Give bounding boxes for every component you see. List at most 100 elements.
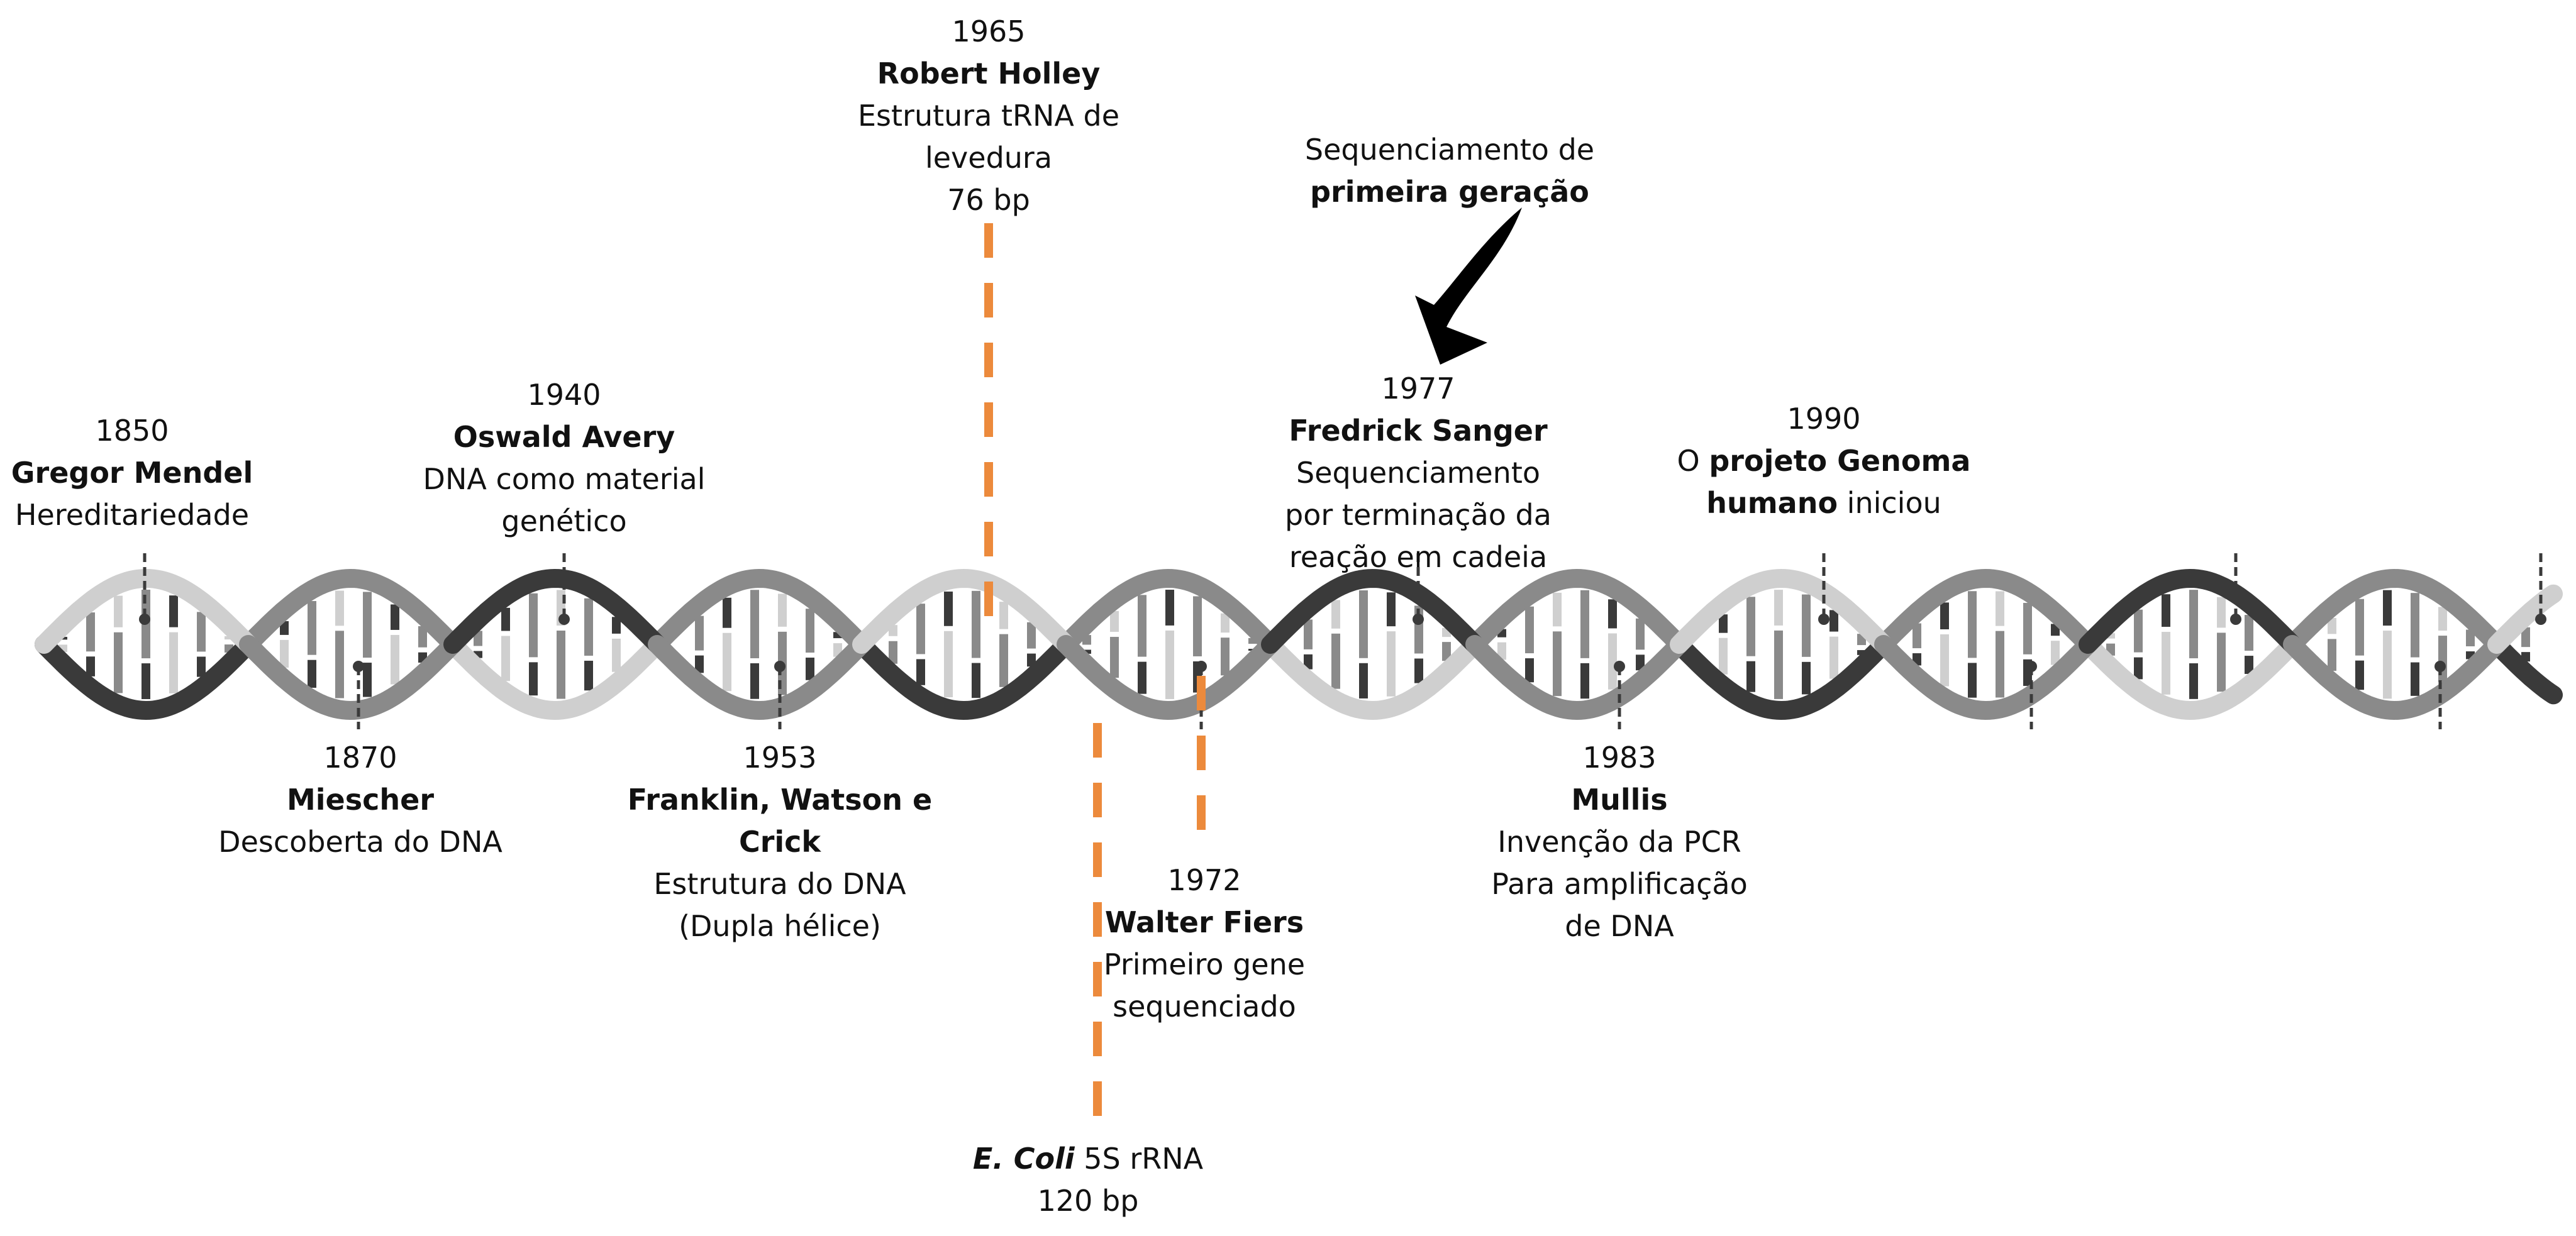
base-pair-rung [1968,591,1977,658]
base-pair-rung [2162,632,2170,695]
base-pair-rung [1193,596,1202,656]
helix-pin-head [1196,661,1207,672]
base-pair-rung [2023,602,2032,654]
helix-strand-segment [1874,635,2097,720]
helix-strand-segment [1465,635,1688,720]
base-pair-rung [2245,656,2253,674]
base-pair-rung [750,590,759,659]
helix-pin-head [1818,614,1829,625]
base-pair-rung [1968,663,1977,698]
base-pair-rung [197,656,206,677]
helix-pin-head [2535,614,2546,625]
base-pair-rung [1387,592,1396,627]
base-pair-rung [1829,610,1838,632]
base-pair-rung [1608,633,1617,690]
base-pair-rung [2466,629,2475,647]
ecoli-rest: 5S rRNA [1074,1142,1204,1176]
helix-strand-segment [1465,568,1688,654]
base-pair-rung [1940,634,1949,687]
event-name: Walter Fiers [1104,905,1304,939]
base-pair-rung [889,641,897,664]
base-pair-rung [1913,623,1921,649]
base-pair-rung [169,632,178,693]
base-pair-rung [833,632,842,639]
event-year: 1983 [1582,741,1657,775]
event-desc: Hereditariedade [14,498,250,532]
base-pair-rung [335,590,344,626]
base-pair-rung [1331,633,1340,689]
base-pair-rung [1165,590,1174,626]
helix-pin-head [774,661,786,672]
base-pair-rung [1553,631,1562,697]
base-pair-rung [806,609,814,653]
event-year: 1940 [527,378,601,412]
base-pair-rung [1996,591,2004,626]
event-year: 1990 [1787,402,1861,436]
base-pair-rung [1802,661,1811,695]
base-pair-rung [944,631,953,698]
base-pair-rung [2051,641,2060,665]
base-pair-rung [1359,663,1368,698]
base-pair-rung [916,604,925,654]
event-1977: 1977 Fredrick Sanger Sequenciamento por … [1285,368,1552,578]
event-year: 1870 [323,741,397,775]
event-desc: DNA como material [423,462,706,496]
event-name: Oswald Avery [453,420,675,454]
helix-strand-segment [1670,635,1892,720]
note-line1: Sequenciamento de [1304,133,1595,167]
base-pair-rung [1857,650,1866,655]
first-gen-arrow-icon [1415,207,1522,365]
event-desc: 76 bp [947,183,1030,217]
event-desc: Sequenciamento [1296,456,1541,490]
helix-strand-segment [2283,635,2506,720]
helix-strand-segment [648,635,870,720]
event-desc: Primeiro gene [1103,947,1306,981]
base-pair-rung [1580,663,1589,699]
event-year: 1965 [952,14,1026,48]
helix-strand-segment [1261,635,1484,720]
base-pair-rung [916,659,925,685]
helix-pin-head [1614,661,1625,672]
event-year: 1953 [743,741,817,775]
base-pair-rung [1221,637,1230,676]
base-pair-rung [999,634,1008,687]
helix-strand-segment [443,635,666,720]
helix-strand-segment [2079,568,2301,654]
base-pair-rung [750,663,759,699]
helix-strand-segment [648,568,870,654]
helix-pin-head [353,661,364,672]
event-name: Fredrick Sanger [1289,414,1548,448]
base-pair-rung [335,631,344,698]
base-pair-rung [1802,594,1811,657]
base-pair-rung [778,593,787,627]
base-pair-rung [280,621,289,635]
helix-strand-segment [852,568,1075,654]
base-pair-rung [2383,590,2392,626]
helix-pin-head [2026,661,2037,672]
base-pair-rung [2245,615,2253,651]
base-pair-rung [2355,660,2364,690]
event-name2: Crick [738,825,821,859]
base-pair-rung [2217,597,2226,628]
event-1972: 1972 Walter Fiers Primeiro gene sequenci… [1104,859,1305,1028]
base-pair-rung [1996,631,2004,698]
base-pair-rung [86,656,95,676]
event-1983: 1983 Mullis Invenção da PCR Para amplifi… [1491,737,1747,947]
helix-strand-segment [2079,635,2301,720]
helix-strand-segment [1261,568,1484,654]
base-pair-rung [2438,607,2447,631]
event-desc: genético [501,504,627,538]
event-1990: 1990 O projeto Genoma humano iniciou [1677,398,1971,524]
base-pair-rung [695,655,704,673]
base-pair-rung [2106,633,2115,639]
base-pair-rung [584,660,593,691]
base-pair-rung [2134,609,2143,653]
base-pair-rung [501,636,510,681]
event-desc: reação em cadeia [1289,540,1548,574]
helix-strand-segment [2487,635,2563,705]
base-pair-rung [1027,622,1036,649]
base-pair-rung [418,626,427,648]
event-1965: 1965 Robert Holley Estrutura tRNA de lev… [858,11,1119,221]
base-pair-rung [1746,597,1755,656]
